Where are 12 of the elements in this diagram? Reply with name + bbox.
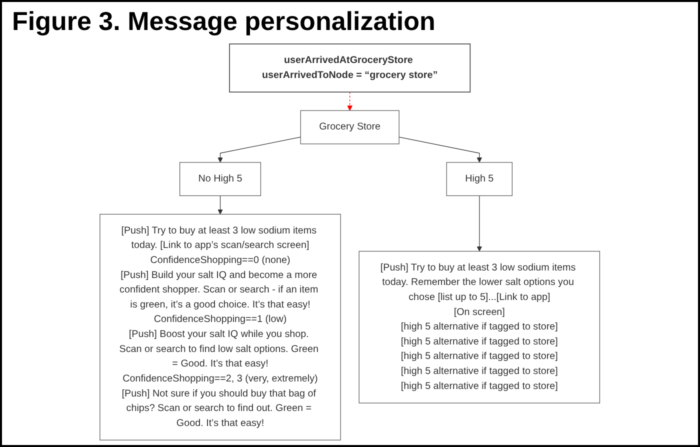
- figure-title: Figure 3. Message personalization: [12, 6, 436, 37]
- arrow: [218, 136, 302, 163]
- node-box: High 5: [446, 162, 513, 196]
- node-box: [Push] Try to buy at least 3 low sodium items today. [Link to app’s scan/search screen] ConfidenceShopping==0 (none) [Push] Build your salt IQ and become a more confident shopper. Scan or search - if an item is green, it’s a good choice. It’s that easy! ConfidenceShopping==1 (low) [Push] Boost your salt IQ while you shop. Scan or search to find low salt options. Green = Good. It’s that easy! ConfidenceShopping==2, 3 (very, extremely) [Push] Not sure if you should buy that bag of chips? Scan or search to find out. Green = Good. It’s that easy!: [100, 214, 342, 440]
- node-box: userArrivedAtGroceryStore userArrivedToNode = “grocery store”: [229, 43, 471, 93]
- node-box: [Push] Try to buy at least 3 low sodium items today. Remember the lower salt options you chose [list up to 5]...[Link to app] [On screen] [high 5 alternative if tagged to store] [high 5 alternative if tagged to store] [high 5 alternative if tagged to store] [high 5 alternative if tagged to store] [high 5 alternative if tagged to store]: [358, 250, 600, 404]
- node-box: No High 5: [180, 162, 262, 196]
- arrow: [476, 195, 482, 252]
- arrow: [218, 195, 224, 214]
- arrow: [398, 136, 482, 163]
- node-box: Grocery Store: [300, 110, 400, 144]
- arrow: [347, 92, 353, 111]
